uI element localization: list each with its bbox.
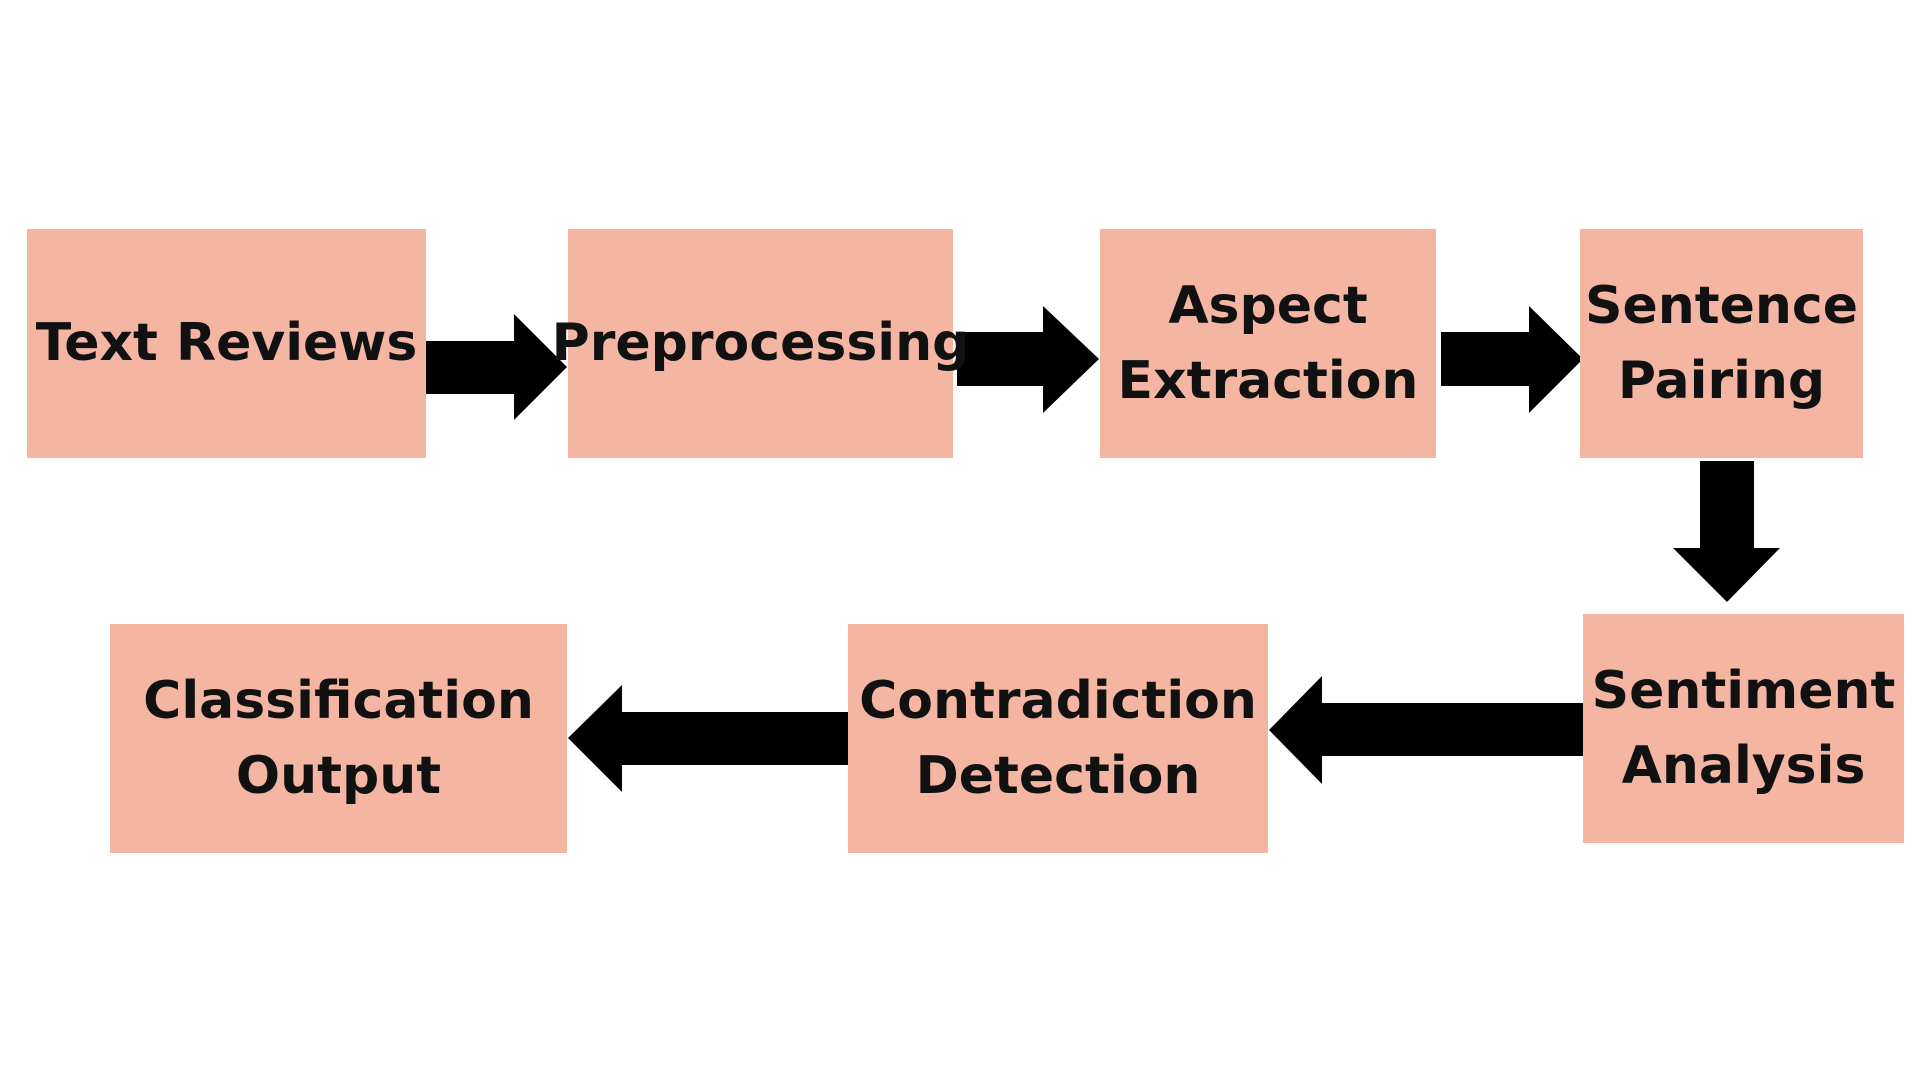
node-aspect-extraction: Aspect Extraction: [1100, 229, 1436, 458]
node-label-line: Contradiction: [859, 670, 1257, 731]
node-text-reviews: Text Reviews: [27, 229, 426, 458]
node-classification-output: Classification Output: [110, 624, 567, 853]
arrow-aspect-extraction-to-sentence-pairing: [1441, 306, 1583, 413]
node-label: Aspect Extraction: [1118, 269, 1419, 419]
arrow-text-reviews-to-preprocessing: [426, 314, 567, 420]
node-label-line: Classification: [143, 670, 534, 731]
node-contradiction-detection: Contradiction Detection: [848, 624, 1268, 853]
node-label-line: Sentiment: [1591, 660, 1896, 721]
node-label: Sentiment Analysis: [1592, 654, 1896, 804]
node-label-line: Sentence: [1585, 275, 1858, 336]
node-label-line: Extraction: [1117, 350, 1419, 411]
node-label: Contradiction Detection: [859, 664, 1257, 814]
node-label-line: Text Reviews: [35, 313, 418, 374]
arrow-sentiment-analysis-to-contradiction-detection: [1269, 676, 1590, 784]
node-label-line: Aspect: [1168, 275, 1368, 336]
node-label-line: Output: [235, 745, 442, 806]
node-label-line: Analysis: [1621, 735, 1866, 796]
node-label: Text Reviews: [36, 306, 418, 381]
node-sentence-pairing: Sentence Pairing: [1580, 229, 1863, 458]
node-label-line: Pairing: [1617, 350, 1826, 411]
node-label: Classification Output: [143, 664, 534, 814]
arrow-sentence-pairing-to-sentiment-analysis: [1673, 461, 1780, 602]
arrow-contradiction-detection-to-classification-output: [568, 685, 848, 792]
node-label-line: Preprocessing: [551, 313, 970, 374]
node-sentiment-analysis: Sentiment Analysis: [1583, 614, 1904, 843]
node-label: Preprocessing: [552, 306, 970, 381]
node-label-line: Detection: [915, 745, 1201, 806]
node-preprocessing: Preprocessing: [552, 229, 969, 458]
node-label: Sentence Pairing: [1585, 269, 1858, 419]
arrow-preprocessing-to-aspect-extraction: [957, 306, 1099, 413]
